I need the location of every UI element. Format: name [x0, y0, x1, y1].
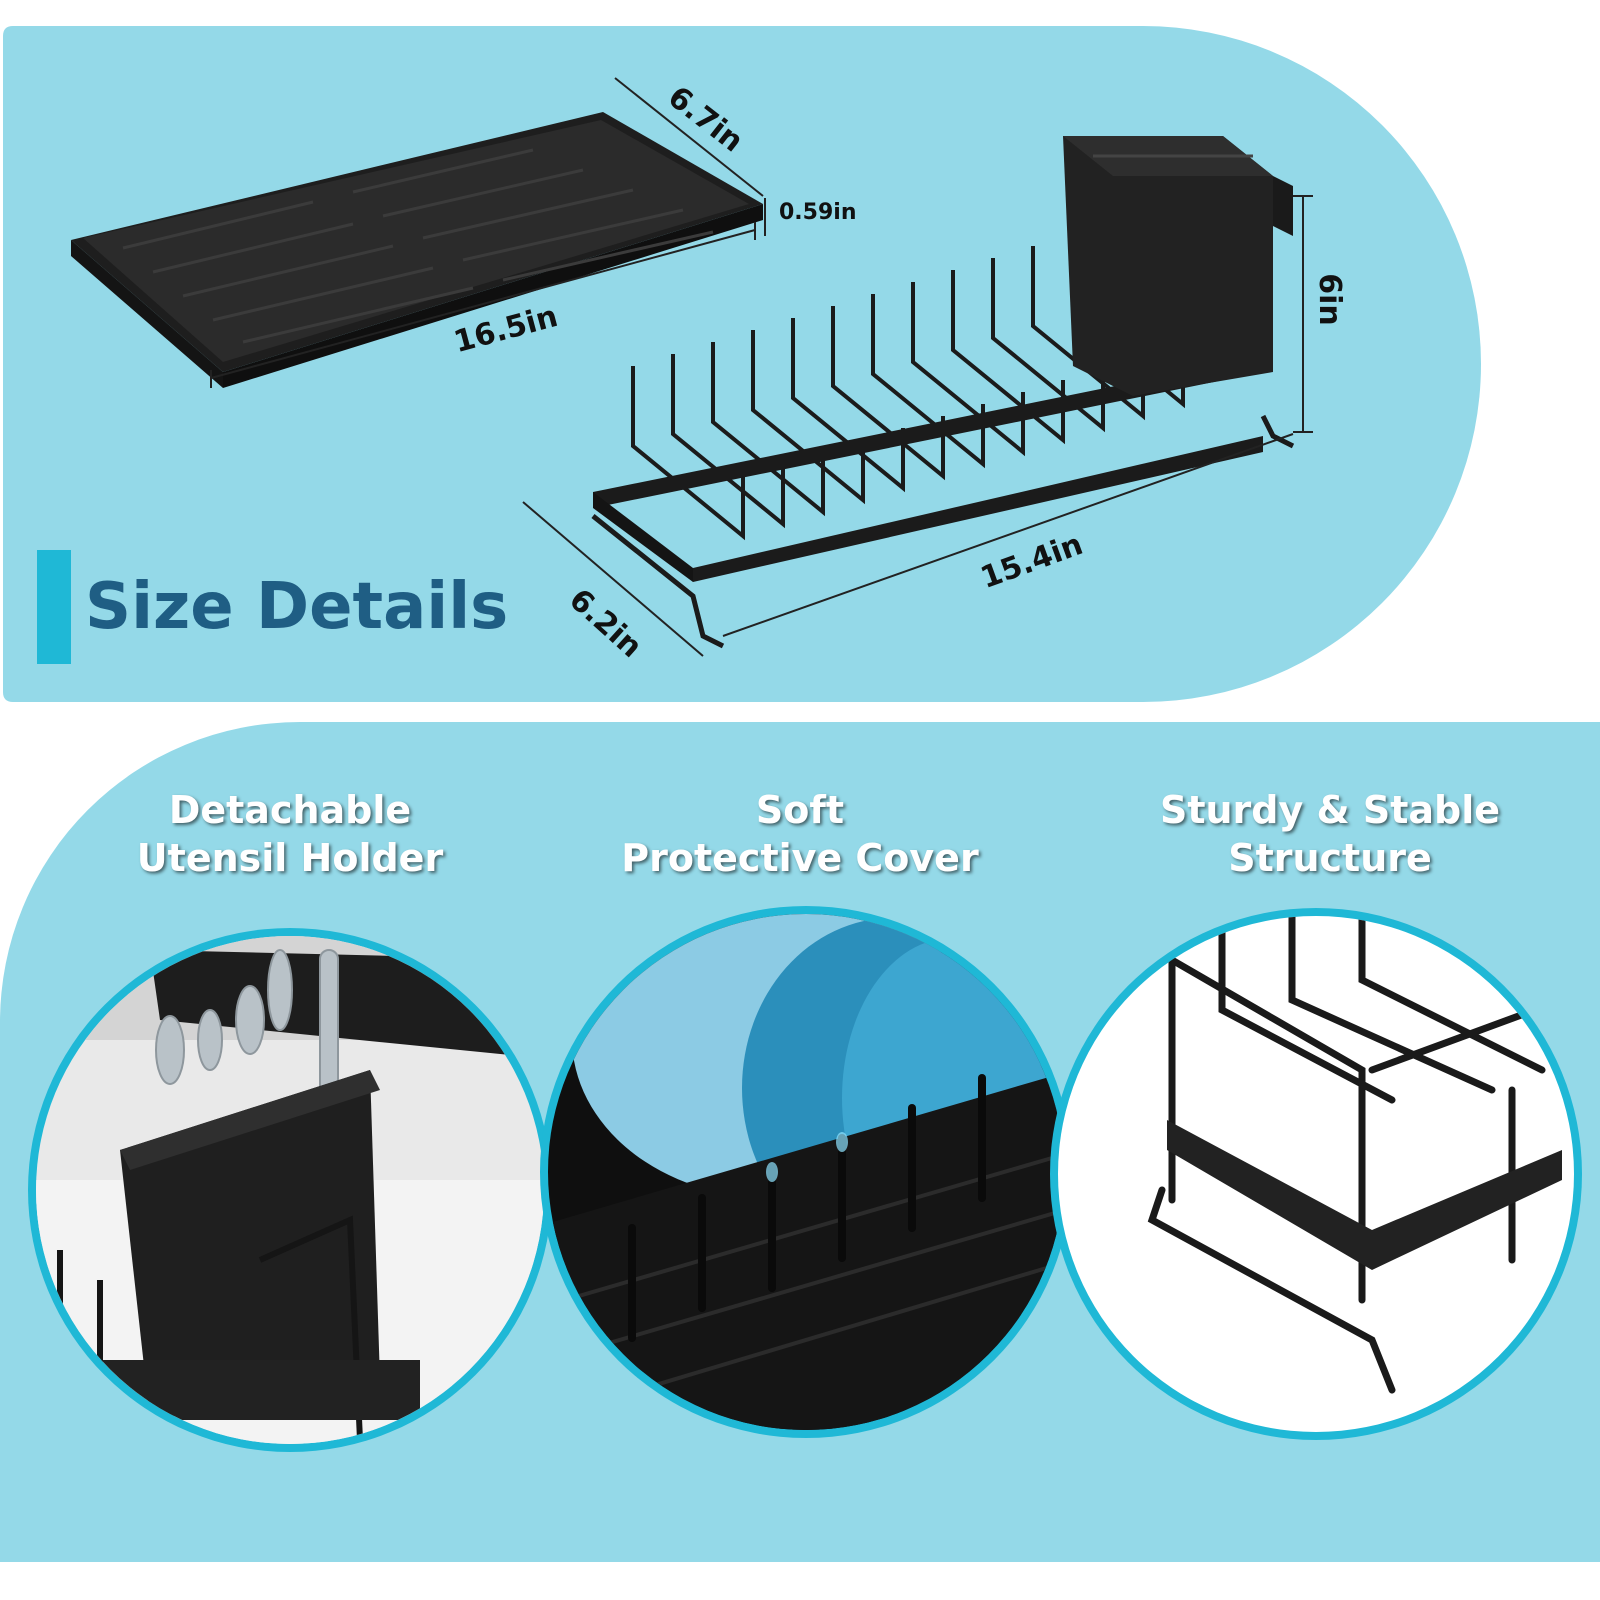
- rack-wire: [831, 306, 945, 481]
- tray-height-label: 0.59in: [779, 200, 857, 225]
- protective-cover-photo: [540, 906, 1072, 1438]
- feature-label-line2: Structure: [1228, 836, 1432, 880]
- feature-label-line1: Detachable: [168, 788, 412, 832]
- feature-label-line1: Soft: [755, 788, 845, 832]
- rack-height-label: 6in: [1311, 273, 1347, 326]
- size-details-heading: Size Details: [37, 550, 508, 664]
- size-details-title: Size Details: [85, 570, 509, 644]
- rack-wire: [631, 366, 745, 541]
- heading-accent-bar: [37, 550, 71, 664]
- feature-label-line1: Sturdy & Stable: [1159, 788, 1501, 832]
- dish-rack-illustration: [591, 136, 1295, 649]
- rack-wire: [911, 282, 1025, 457]
- feature-label-line2: Protective Cover: [621, 836, 979, 880]
- dimension-lines: [210, 77, 1313, 657]
- feature-label-sturdy-structure: Sturdy & Stable Structure: [1130, 786, 1530, 882]
- feature-label-protective-cover: Soft Protective Cover: [600, 786, 1000, 882]
- rack-wire: [871, 294, 985, 469]
- drip-tray-illustration: [71, 112, 763, 388]
- utensil-holder-photo: [28, 928, 552, 1452]
- feature-label-line2: Utensil Holder: [136, 836, 444, 880]
- features-panel: Detachable Utensil Holder Soft Protectiv…: [0, 722, 1600, 1582]
- sturdy-structure-photo: [1050, 908, 1582, 1440]
- size-details-panel: 6.7in 0.59in 16.5in 6in 15.4in 6.2in Siz…: [3, 26, 1483, 702]
- feature-label-utensil-holder: Detachable Utensil Holder: [110, 786, 470, 882]
